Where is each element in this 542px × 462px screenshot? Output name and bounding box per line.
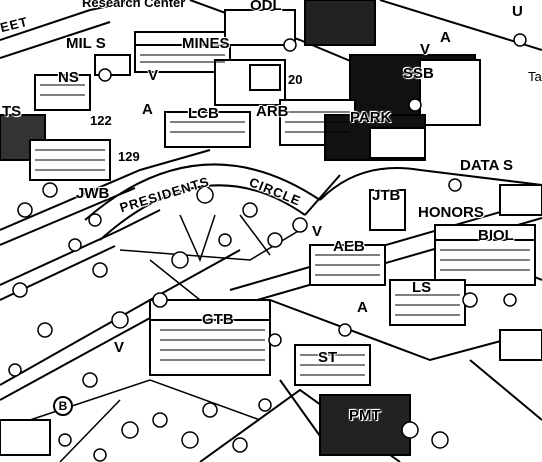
mils-label[interactable]: MIL S	[66, 35, 106, 52]
biol-building	[434, 224, 536, 286]
num-20-label: 20	[288, 72, 303, 87]
gtb-label[interactable]: GTB	[202, 311, 234, 328]
jtb-label[interactable]: JTB	[372, 187, 401, 204]
presidents-circle-inner	[99, 184, 306, 241]
v-mid-label: V	[312, 223, 323, 240]
honors-label[interactable]: HONORS	[418, 204, 484, 221]
road-top-left	[0, 0, 141, 41]
odl-label[interactable]: ODL	[250, 0, 282, 14]
ts-label[interactable]: TS	[2, 103, 22, 120]
a-low-label: A	[357, 299, 368, 316]
lcb-label[interactable]: LCB	[188, 105, 219, 122]
num-129-label: 129	[118, 149, 140, 164]
v-top-label: V	[148, 67, 159, 84]
road-top-left-2	[0, 21, 111, 59]
data-s-label[interactable]: DATA S	[460, 157, 514, 174]
v-top-right-label: V	[420, 41, 431, 58]
b-badge[interactable]: B	[53, 396, 73, 416]
ssb-label[interactable]: SSB	[403, 65, 434, 82]
ls-label[interactable]: LS	[412, 279, 432, 296]
odl-building	[224, 9, 296, 46]
pmt-building	[319, 394, 411, 456]
num-122-label: 122	[90, 113, 112, 128]
research-center-label: Research Center	[82, 0, 186, 10]
presidents-circle-outer	[84, 163, 321, 221]
road-left-1	[0, 149, 211, 231]
park-label[interactable]: PARK	[350, 109, 392, 126]
u-label: U	[512, 3, 523, 20]
jtb-building	[369, 189, 406, 231]
mines-label[interactable]: MINES	[182, 35, 230, 52]
ns-building	[34, 74, 91, 111]
ns-label[interactable]: NS	[58, 69, 79, 86]
st-label[interactable]: ST	[318, 349, 338, 366]
aeb-label[interactable]: AEB	[333, 238, 365, 255]
biol-label[interactable]: BIOL	[478, 227, 514, 244]
a-mid-label: A	[142, 101, 153, 118]
tower-building	[304, 0, 376, 46]
edge-text-label: Ta Fo	[528, 69, 542, 84]
gtb-building	[149, 299, 271, 376]
v-low-label: V	[114, 339, 125, 356]
lcb-building	[164, 111, 251, 148]
arb-label[interactable]: ARB	[256, 103, 289, 120]
a-top-label: A	[440, 29, 451, 46]
small-building-sw	[0, 419, 51, 456]
ls-building	[389, 279, 466, 326]
jwb-label[interactable]: JWB	[76, 185, 110, 202]
pmt-label[interactable]: PMT	[349, 407, 381, 424]
